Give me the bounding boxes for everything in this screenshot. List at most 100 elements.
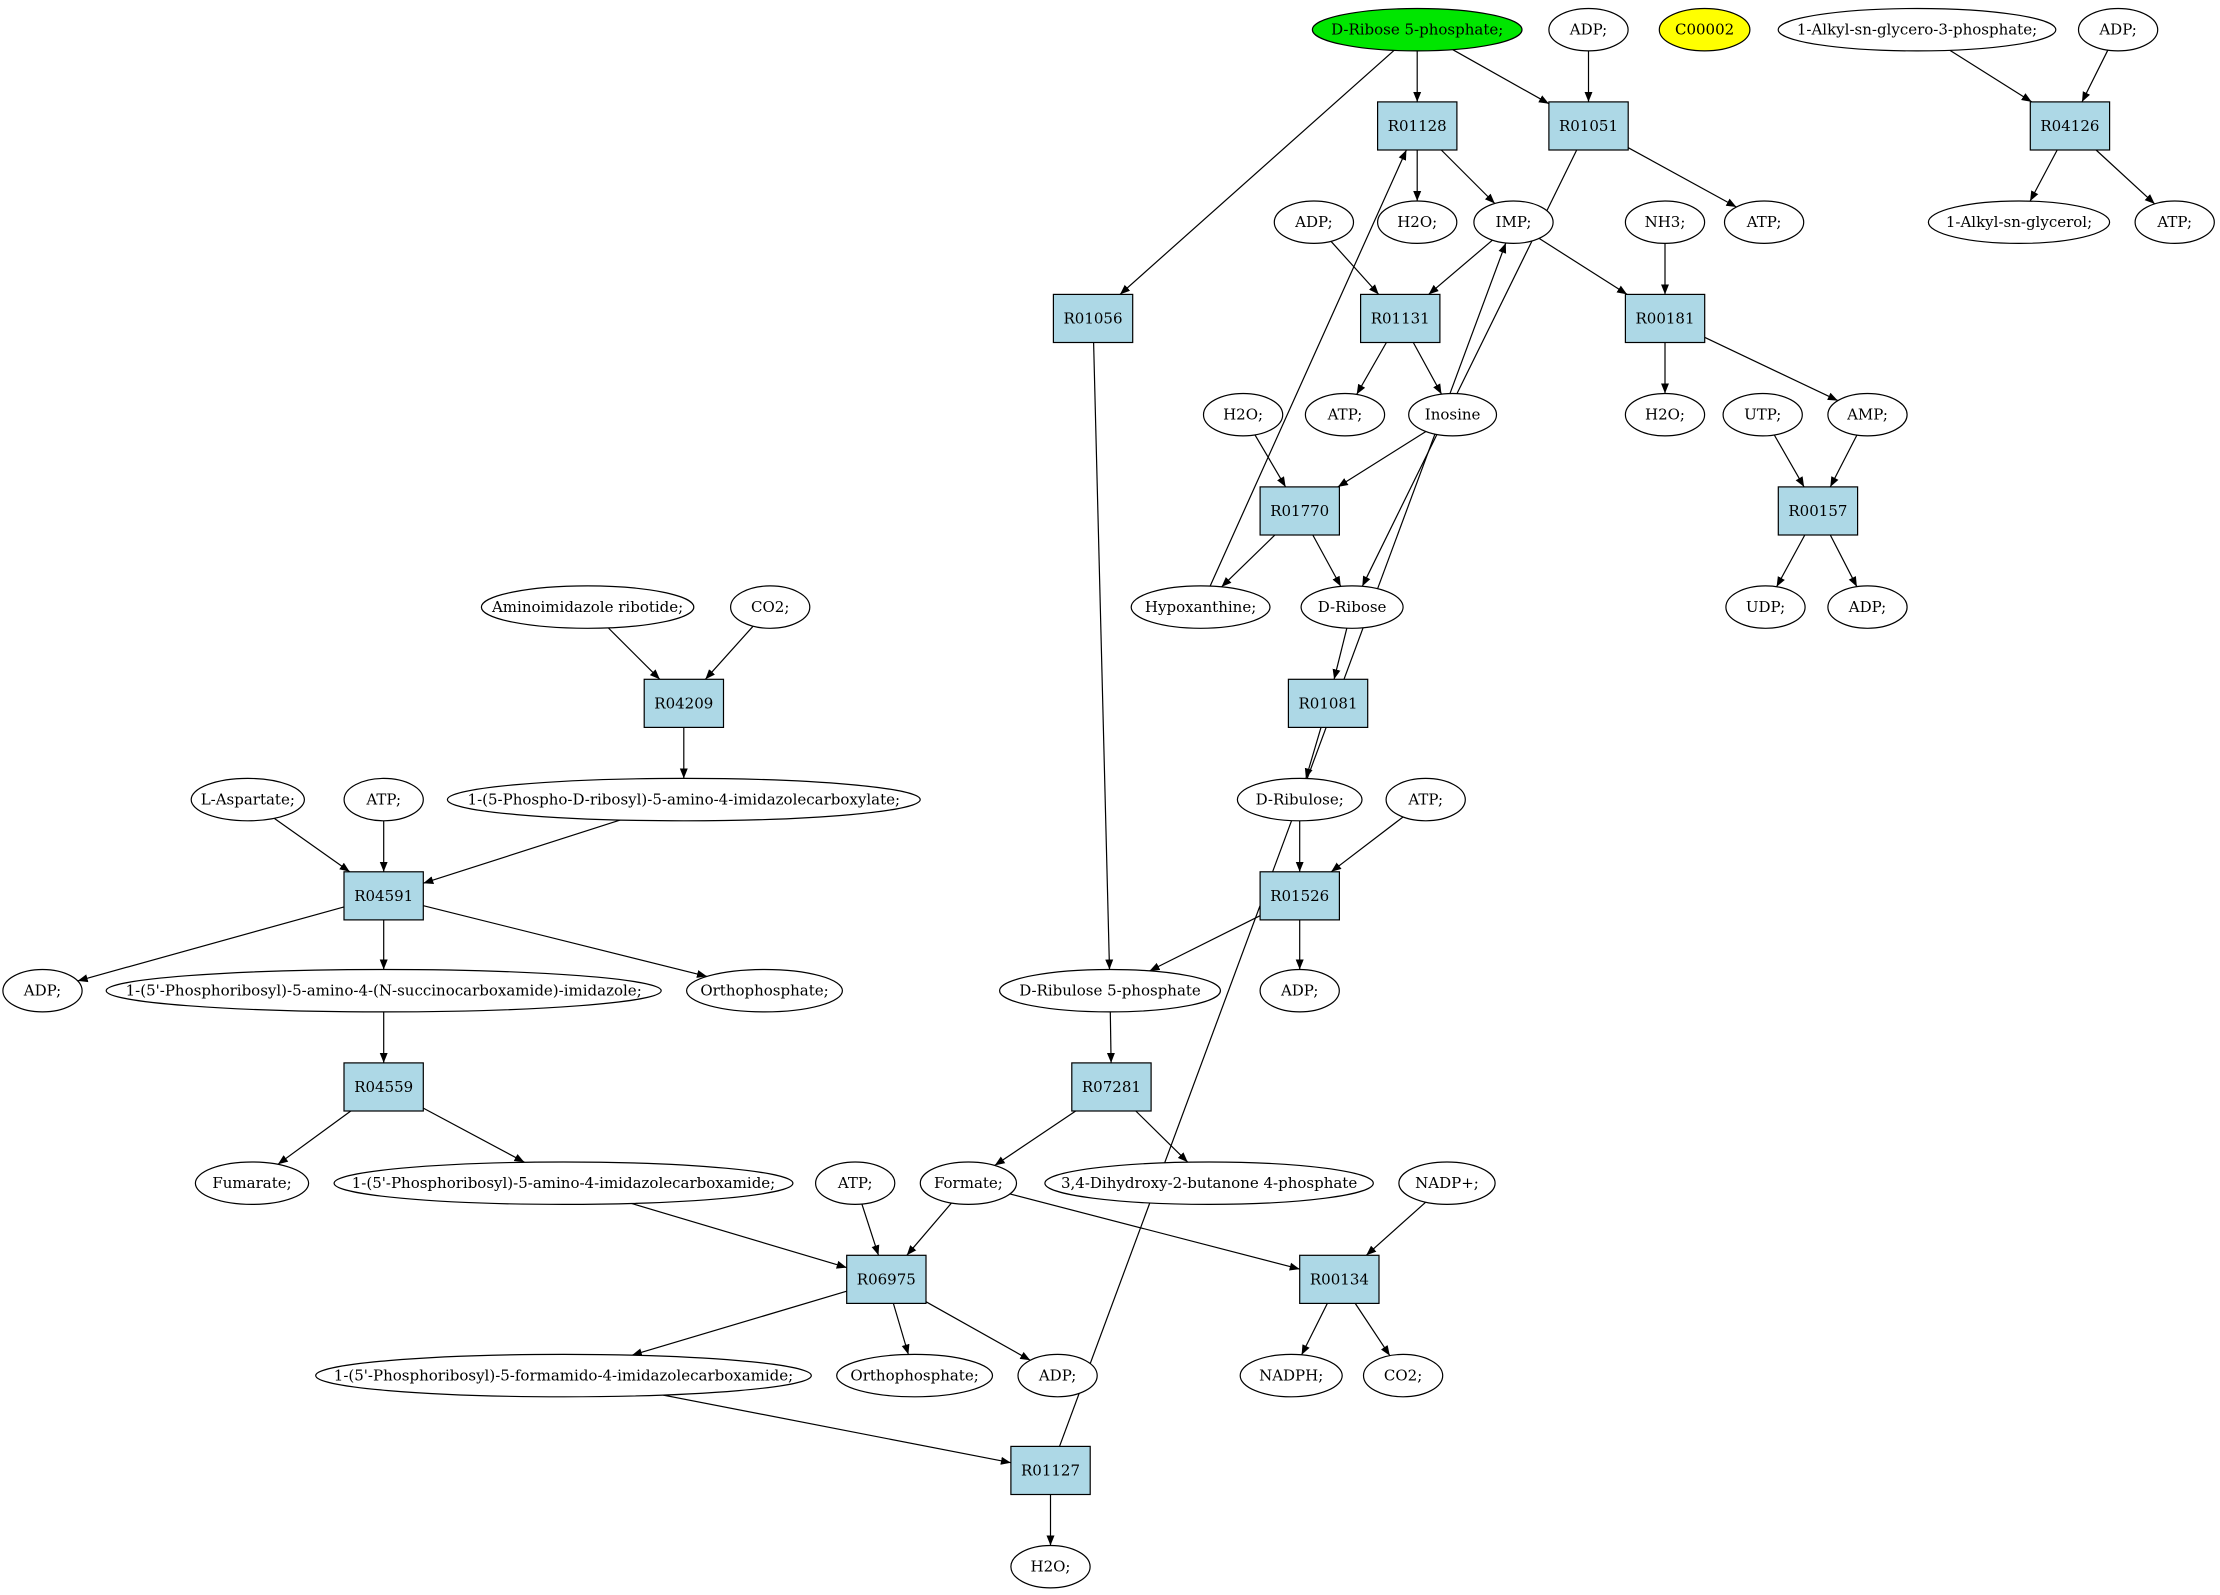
reaction-node-r_R01131[interactable]: R01131 (1359, 293, 1441, 344)
compound-node-c_adp_c[interactable]: ADP; (1273, 200, 1355, 245)
reaction-box (1359, 293, 1441, 344)
compound-node-c_r5p[interactable]: D-Ribose 5-phosphate; (1311, 7, 1523, 52)
compound-node-c_h2o_d[interactable]: H2O; (1010, 1544, 1091, 1589)
compound-node-c_adp_f[interactable]: ADP; (1259, 968, 1340, 1013)
compound-ellipse (1548, 7, 1629, 52)
reaction-node-r_R06975[interactable]: R06975 (846, 1254, 927, 1305)
reaction-box (1287, 678, 1369, 728)
edge-r_R01526-to-c_ru5p (1149, 915, 1261, 972)
compound-ellipse (1398, 1161, 1496, 1206)
compound-node-c_atp_b[interactable]: ATP; (2134, 200, 2215, 245)
compound-node-c_amp[interactable]: AMP; (1827, 392, 1908, 437)
compound-node-c_h2o_b[interactable]: H2O; (1624, 392, 1706, 437)
node-label: Formate; (934, 1174, 1003, 1192)
compound-node-c_co2_b[interactable]: CO2; (1362, 1353, 1444, 1398)
reaction-node-r_R00157[interactable]: R00157 (1777, 486, 1859, 536)
edge-r_R04126-to-c_alkylg (2029, 149, 2058, 202)
reaction-node-r_R01081[interactable]: R01081 (1287, 678, 1369, 728)
node-label: R00157 (1788, 502, 1847, 520)
edge-c_ru5p-to-r_R07281 (1106, 1011, 1115, 1063)
compound-ellipse (1927, 200, 2111, 245)
compound-node-c_udp[interactable]: UDP; (1725, 585, 1806, 629)
node-label: R07281 (1082, 1078, 1141, 1096)
edge-c_h2o_c-to-r_R01770 (1254, 434, 1287, 488)
node-label: L-Aspartate; (201, 791, 295, 809)
compound-ellipse (1624, 200, 1706, 245)
reaction-box (1299, 1254, 1380, 1305)
compound-node-c_atp_e[interactable]: ATP; (1385, 777, 1466, 822)
reaction-node-r_R01127[interactable]: R01127 (1010, 1445, 1091, 1496)
edge-r_R04559-to-c_aicar (423, 1107, 525, 1163)
edge-r_R06975-to-c_faicar (631, 1290, 847, 1357)
node-label: H2O; (1645, 406, 1685, 424)
compound-node-c_atp_f[interactable]: ATP; (815, 1161, 896, 1206)
compound-node-c_faicar[interactable]: 1-(5'-Phosphoribosyl)-5-formamido-4-imid… (315, 1353, 812, 1398)
compound-node-c_dribulose[interactable]: D-Ribulose; (1236, 777, 1363, 822)
compound-node-c_h2o_a[interactable]: H2O; (1376, 200, 1458, 245)
reaction-node-r_R04591[interactable]: R04591 (343, 871, 424, 921)
compound-node-c_nh3[interactable]: NH3; (1624, 200, 1706, 245)
reaction-node-r_R04126[interactable]: R04126 (2029, 101, 2111, 151)
compound-node-c_adp_a[interactable]: ADP; (1548, 7, 1629, 52)
compound-node-c_adp_d[interactable]: ADP; (1827, 585, 1908, 629)
compound-node-c_adp_b[interactable]: ADP; (2077, 7, 2159, 52)
edge-c_r5p-to-r_R01051 (1452, 49, 1550, 105)
reaction-node-r_R01056[interactable]: R01056 (1052, 293, 1134, 344)
compound-node-c_nadph[interactable]: NADPH; (1239, 1353, 1343, 1398)
compound-node-c_pi_b[interactable]: Orthophosphate; (836, 1353, 994, 1398)
compound-node-c_alkylg[interactable]: 1-Alkyl-sn-glycerol; (1927, 200, 2111, 245)
compound-node-c_adp_e[interactable]: ADP; (2, 968, 83, 1013)
node-label: ADP; (2098, 21, 2136, 39)
compound-ellipse (836, 1353, 994, 1398)
compound-node-c_hypox[interactable]: Hypoxanthine; (1130, 585, 1271, 629)
edge-c_inosine-to-r_R01770 (1337, 430, 1427, 488)
compound-node-c_dribose[interactable]: D-Ribose (1300, 585, 1404, 629)
compound-node-c_atp_d[interactable]: ATP; (343, 777, 424, 822)
reaction-node-r_R00181[interactable]: R00181 (1624, 293, 1706, 344)
compound-node-c_fumarate[interactable]: Fumarate; (194, 1161, 310, 1206)
node-label: ATP; (1327, 406, 1363, 424)
node-label: Inosine (1425, 406, 1481, 424)
reaction-node-r_R04209[interactable]: R04209 (643, 678, 725, 728)
compound-node-c_atp_a[interactable]: ATP; (1723, 200, 1805, 245)
compound-node-c_co2_a[interactable]: CO2; (730, 585, 811, 629)
compound-node-c_alkylg3p[interactable]: 1-Alkyl-sn-glycero-3-phosphate; (1777, 7, 2057, 52)
compound-node-c_nadp[interactable]: NADP+; (1398, 1161, 1496, 1206)
reaction-node-r_R01128[interactable]: R01128 (1376, 101, 1458, 151)
reaction-node-r_R07281[interactable]: R07281 (1071, 1062, 1152, 1112)
edge-c_formate-to-r_R06975 (906, 1202, 952, 1256)
compound-node-c_utp[interactable]: UTP; (1722, 392, 1803, 437)
compound-node-c_aicar[interactable]: 1-(5'-Phosphoribosyl)-5-amino-4-imidazol… (333, 1161, 794, 1206)
node-label: R06975 (857, 1270, 916, 1288)
node-label: UTP; (1744, 406, 1781, 424)
compound-node-c_inosine[interactable]: Inosine (1408, 392, 1498, 437)
compound-node-c_atp_c[interactable]: ATP; (1304, 392, 1386, 437)
edge-r_R00134-to-c_nadph (1301, 1303, 1328, 1356)
reaction-node-r_R01770[interactable]: R01770 (1259, 486, 1340, 536)
compound-node-c_h2o_c[interactable]: H2O; (1202, 392, 1284, 437)
edge-c_air-to-r_R04209 (607, 627, 661, 680)
reaction-node-r_R01051[interactable]: R01051 (1548, 101, 1629, 151)
reaction-node-r_R01526[interactable]: R01526 (1259, 871, 1340, 921)
node-label: ADP; (1569, 21, 1607, 39)
node-label: ADP; (1280, 982, 1318, 1000)
edge-r_R01127-to-c_imp (1058, 242, 1507, 1447)
node-label: D-Ribose 5-phosphate; (1331, 21, 1503, 39)
compound-node-c_laspartate[interactable]: L-Aspartate; (190, 777, 306, 822)
node-label: H2O; (1397, 213, 1437, 231)
compound-node-c_cair[interactable]: 1-(5-Phospho-D-ribosyl)-5-amino-4-imidaz… (446, 777, 921, 822)
compound-node-c_formate[interactable]: Formate; (919, 1161, 1018, 1206)
compound-node-c_ru5p[interactable]: D-Ribulose 5-phosphate (998, 968, 1221, 1013)
compound-node-c_adp_g[interactable]: ADP; (1017, 1353, 1098, 1398)
reaction-node-r_R04559[interactable]: R04559 (343, 1062, 424, 1112)
compound-node-c_c00002[interactable]: C00002 (1658, 7, 1751, 52)
edge-c_r5p-to-r_R01056 (1119, 49, 1395, 295)
compound-node-c_dhbp[interactable]: 3,4-Dihydroxy-2-butanone 4-phosphate (1044, 1161, 1374, 1206)
reaction-node-r_R00134[interactable]: R00134 (1299, 1254, 1380, 1305)
compound-ellipse (1259, 968, 1340, 1013)
compound-ellipse (333, 1161, 794, 1206)
compound-node-c_pi_a[interactable]: Orthophosphate; (685, 968, 843, 1013)
compound-node-c_imp[interactable]: IMP; (1473, 200, 1554, 245)
compound-node-c_air[interactable]: Aminoimidazole ribotide; (480, 585, 695, 629)
compound-node-c_saicar[interactable]: 1-(5'-Phosphoribosyl)-5-amino-4-(N-succi… (105, 968, 662, 1013)
